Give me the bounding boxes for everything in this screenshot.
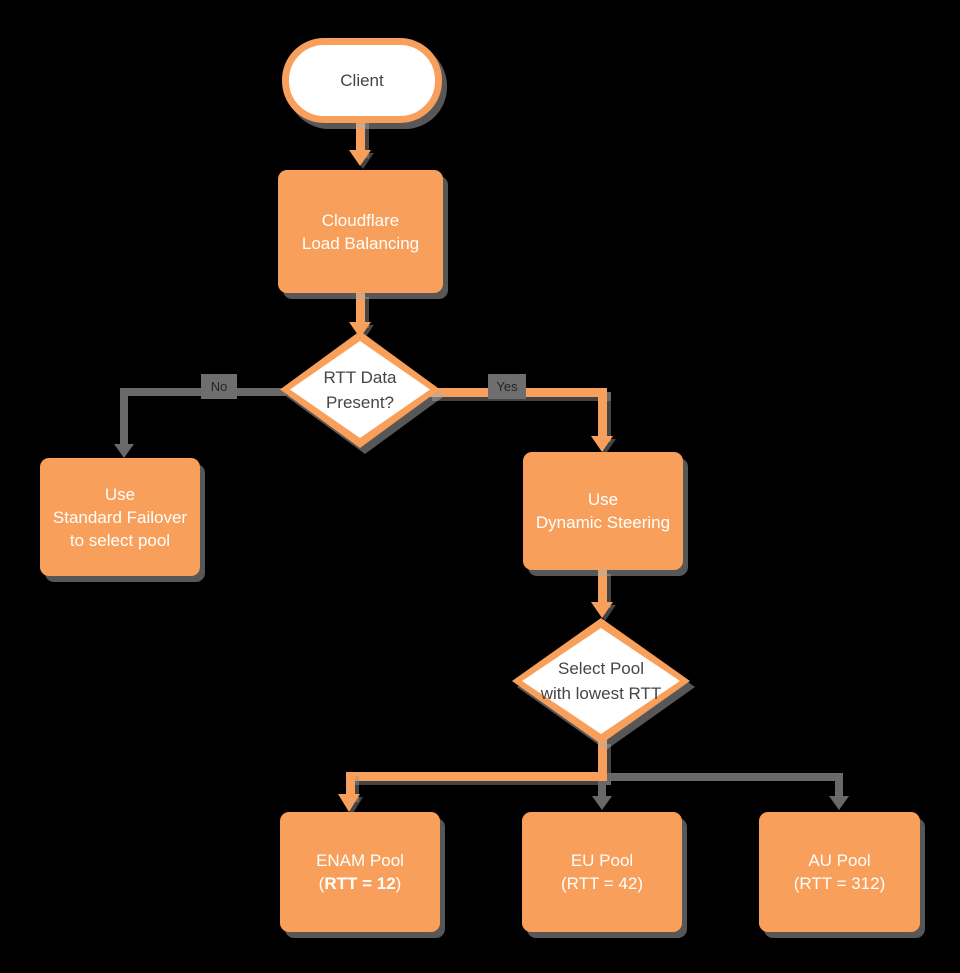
connector-dynamic-steering-to-select-pool [598, 570, 607, 604]
connector-au-vertical [835, 773, 843, 798]
connector-eu-vertical [598, 781, 606, 798]
node-use-standard-failover: Use Standard Failover to select pool [40, 458, 200, 576]
node-au-pool: AU Pool (RTT = 312) [759, 812, 920, 932]
edge-label-yes-text: Yes [496, 379, 518, 394]
arrowhead-dynamic-steering-to-select-pool [591, 602, 613, 618]
node-enam-paren-close: ) [395, 874, 402, 893]
node-client: Client [282, 38, 442, 123]
node-failover-line1: Use [104, 484, 136, 504]
node-au-line2: (RTT = 312) [793, 874, 886, 893]
decision-select-pool-line2: with lowest RTT [540, 684, 662, 703]
node-cloudflare-line2: Load Balancing [301, 233, 420, 253]
connector-au-horizontal [607, 773, 843, 781]
node-enam-line1: ENAM Pool [316, 851, 404, 870]
connector-enam-horizontal [346, 772, 607, 781]
decision-select-pool-line1: Select Pool [558, 659, 644, 678]
decision-rtt-line1: RTT Data [323, 367, 397, 387]
connector-client-to-cloudflare [356, 118, 365, 154]
node-enam-pool: ENAM Pool (RTT = 12) [280, 812, 440, 932]
connector-select-pool-stem [598, 740, 607, 781]
node-dynamic-steering-line2: Dynamic Steering [535, 513, 671, 532]
connector-no-vertical [120, 388, 128, 446]
arrowhead-to-enam-pool [338, 794, 360, 812]
node-failover-line3: to select pool [69, 530, 171, 550]
edge-label-no: No [201, 374, 237, 399]
decision-rtt-data-present: RTT Data Present? [280, 331, 440, 448]
arrowhead-client-to-cloudflare [349, 150, 371, 166]
node-cloudflare-line1: Cloudflare [321, 210, 400, 230]
node-enam-paren-open: ( [318, 874, 325, 893]
node-failover-line2: Standard Failover [52, 507, 188, 527]
node-use-dynamic-steering: Use Dynamic Steering [523, 452, 683, 570]
node-enam-rtt-value: RTT = 12 [324, 874, 396, 893]
connector-cloudflare-to-rtt-decision [356, 293, 365, 324]
node-eu-pool: EU Pool (RTT = 42) [522, 812, 682, 932]
arrowhead-cloudflare-to-rtt-decision [349, 322, 371, 338]
node-cloudflare-load-balancing: Cloudflare Load Balancing [278, 170, 443, 293]
node-enam-line2: (RTT = 12) [319, 872, 402, 895]
node-eu-line1: EU Pool [570, 851, 634, 870]
edge-label-no-text: No [210, 379, 228, 394]
arrowhead-yes-to-dynamic-steering [591, 436, 613, 452]
node-au-line1: AU Pool [808, 851, 871, 870]
connector-enam-vertical [346, 772, 355, 798]
node-eu-line2: (RTT = 42) [560, 874, 644, 893]
edge-label-yes: Yes [488, 374, 526, 399]
node-dynamic-steering-line1: Use [587, 490, 619, 509]
decision-rtt-line2: Present? [325, 392, 395, 412]
arrowhead-no-to-standard-failover [114, 444, 134, 458]
decision-select-pool-lowest-rtt: Select Pool with lowest RTT [512, 618, 690, 744]
node-client-label: Client [340, 70, 384, 90]
arrowhead-to-eu-pool [592, 796, 612, 810]
connector-yes-vertical [598, 388, 607, 438]
arrowhead-to-au-pool [829, 796, 849, 810]
